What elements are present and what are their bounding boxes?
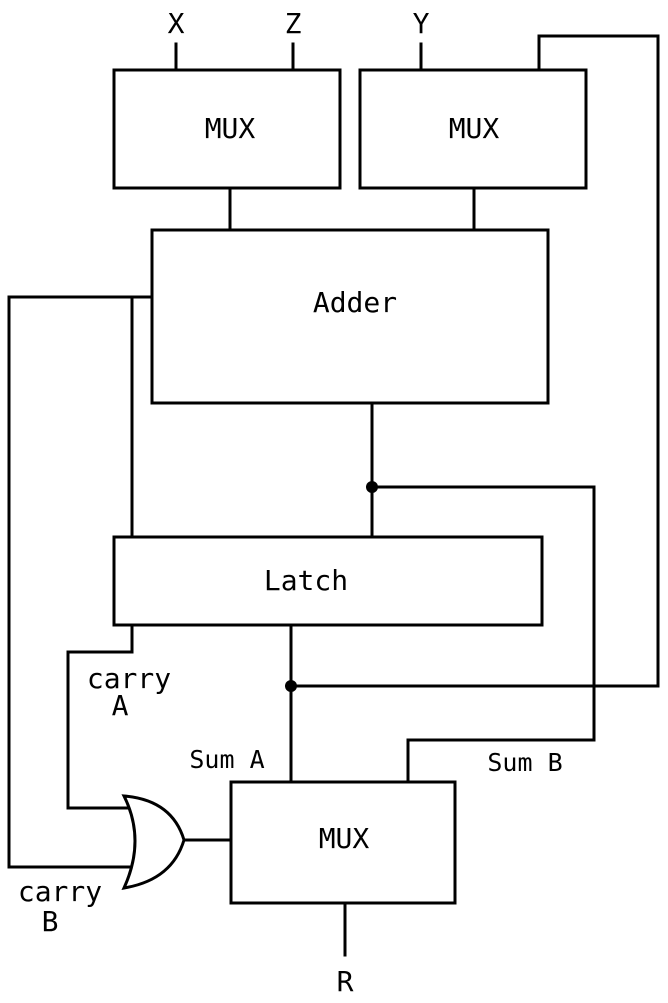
sum-b-label: Sum B (487, 748, 562, 777)
mux-right-label: MUX (449, 112, 500, 145)
carry-a-label-line2: A (112, 689, 129, 722)
carry-a-label-line1: carry (87, 662, 171, 695)
output-r-label: R (337, 965, 354, 998)
input-x-label: X (168, 7, 185, 40)
wire-sum-a-feedback (289, 34, 660, 688)
input-z-label: Z (285, 7, 302, 40)
junction-sum-a (285, 680, 297, 692)
latch-block: Latch (112, 535, 544, 627)
wire-adder-carry-to-latch (130, 295, 154, 539)
or-gate (121, 794, 186, 890)
wires (7, 34, 660, 957)
mux-left-label: MUX (205, 112, 256, 145)
junction-adder-output (366, 481, 378, 493)
mux-bottom-block: MUX (229, 780, 457, 905)
latch-label: Latch (264, 564, 348, 597)
carry-b-label-line1: carry (18, 875, 102, 908)
carry-b-label-line2: B (42, 905, 59, 938)
mux-bottom-label: MUX (319, 822, 370, 855)
wire-sum-b (370, 485, 596, 784)
input-y-label: Y (413, 7, 430, 40)
sum-a-label: Sum A (189, 745, 264, 774)
wire-carry-b (7, 295, 154, 869)
wire-carry-a (66, 623, 134, 810)
adder-label: Adder (313, 286, 397, 319)
mux-right-block: MUX (358, 68, 588, 190)
mux-left-block: MUX (112, 68, 342, 190)
adder-block: Adder (150, 228, 550, 405)
